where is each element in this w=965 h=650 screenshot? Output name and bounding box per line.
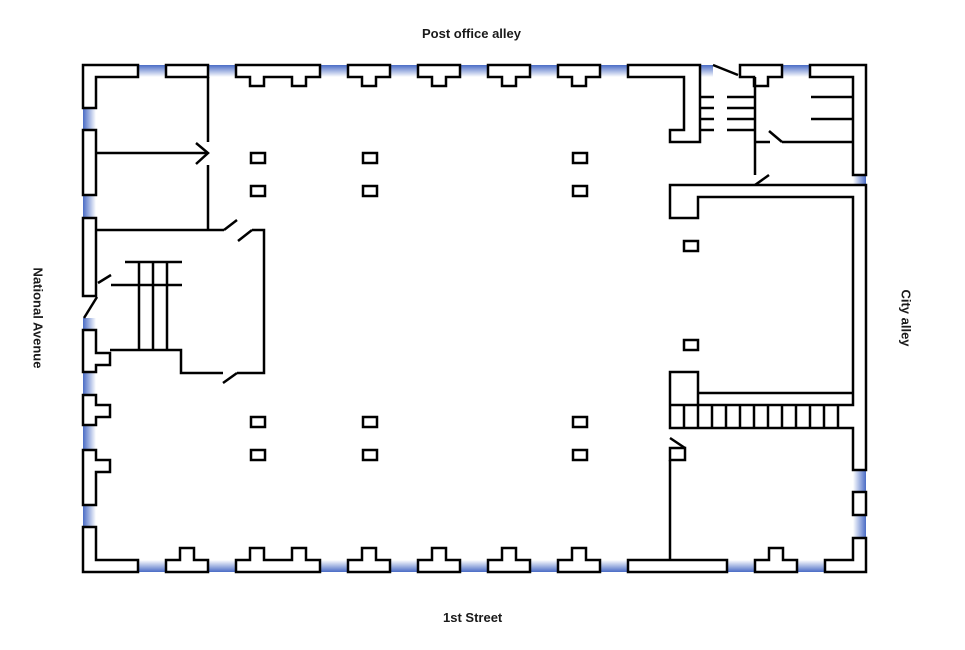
column: [682, 239, 700, 253]
door-swing: [237, 229, 253, 242]
door-swing: [97, 273, 112, 285]
street-label-top: Post office alley: [422, 26, 521, 41]
door-swing: [768, 130, 783, 143]
column: [571, 184, 589, 198]
exterior-walls: [81, 63, 868, 574]
column: [249, 184, 267, 198]
column: [249, 151, 267, 165]
column: [571, 448, 589, 462]
columns: [249, 151, 700, 462]
door-swing: [82, 296, 99, 319]
west-rooms: [82, 77, 266, 385]
door-swing: [712, 63, 739, 77]
column: [361, 448, 379, 462]
column: [571, 415, 589, 429]
northeast-staircase: [700, 95, 755, 132]
door-swing: [222, 371, 238, 385]
east-staircase: [682, 405, 840, 428]
door-swing: [669, 436, 686, 450]
door-swing: [223, 219, 238, 231]
column: [571, 151, 589, 165]
arrow-icon: [96, 142, 210, 165]
column: [249, 448, 267, 462]
street-label-bottom: 1st Street: [443, 610, 503, 625]
east-rooms: [668, 63, 868, 560]
windows: [83, 65, 866, 572]
column: [361, 151, 379, 165]
column: [682, 338, 700, 352]
column: [361, 184, 379, 198]
west-staircase: [111, 260, 182, 350]
door-swing: [754, 173, 770, 187]
column: [361, 415, 379, 429]
column: [249, 415, 267, 429]
